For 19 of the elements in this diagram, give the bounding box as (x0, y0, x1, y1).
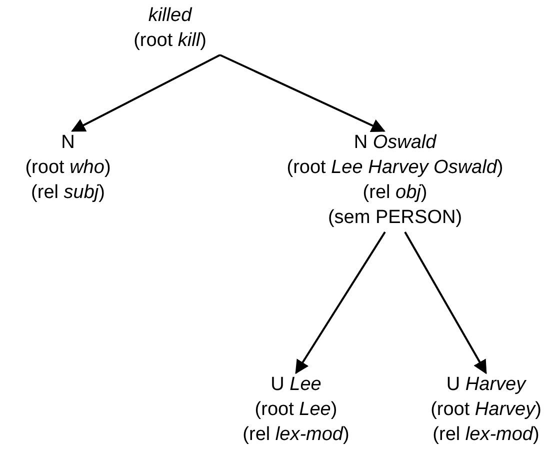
arrow (220, 54, 386, 132)
node-label: (rel subj) (31, 181, 105, 205)
node-label: (root who) (25, 156, 111, 180)
node-label: U Harvey (446, 373, 526, 397)
node-label: (rel lex-mod) (242, 423, 350, 447)
arrow (71, 54, 220, 132)
node-label: (root Harvey) (430, 398, 542, 422)
arrow (404, 232, 487, 374)
node-label: U Lee (270, 373, 322, 397)
node-label: (sem PERSON) (328, 206, 462, 230)
node-label: (root kill) (134, 29, 206, 53)
node-label: (root Lee) (254, 398, 338, 422)
node-label: killed (148, 4, 192, 28)
node-label: N Oswald (354, 131, 436, 155)
node-label: (root Lee Harvey Oswald) (286, 156, 504, 180)
node-label: (rel obj) (362, 181, 428, 205)
node-label: (rel lex-mod) (432, 423, 540, 447)
arrow (295, 231, 386, 374)
node-label: N (61, 131, 75, 155)
